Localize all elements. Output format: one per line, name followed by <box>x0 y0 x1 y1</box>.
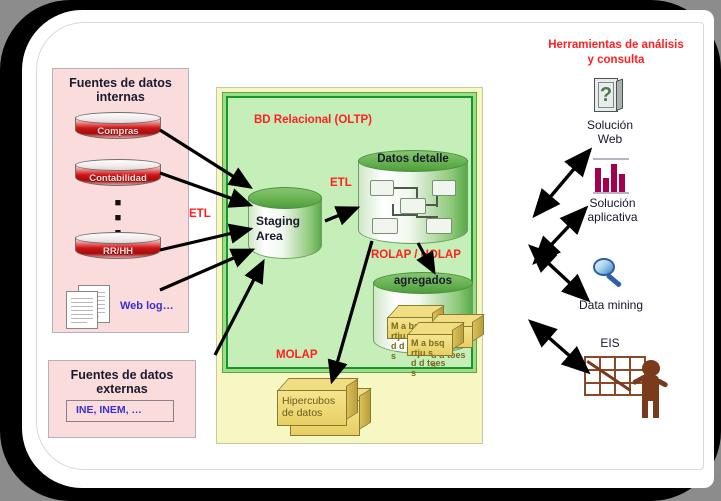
web-manual-question-icon: ? <box>594 78 624 114</box>
cylinder-top <box>358 150 468 172</box>
database-rrhh[interactable]: RR/HH <box>75 232 161 262</box>
magnifier-icon <box>593 258 633 292</box>
hypercube-1: Hipercubos de datos <box>277 378 359 426</box>
cube-front-face <box>277 390 347 426</box>
tools-heading-line2: y consulta <box>587 54 645 66</box>
cube-text-line1: M a bsq rtju s <box>391 321 425 341</box>
tool-label-eis: EIS <box>600 336 620 350</box>
hypercube-text-line2: de datos <box>282 407 323 419</box>
tools-heading: Herramientas de análisis y consulta <box>536 38 696 68</box>
documents-icon <box>66 285 114 329</box>
tool-label-line1: Solución <box>589 196 636 210</box>
database-contabilidad[interactable]: Contabilidad <box>75 159 161 189</box>
tools-heading-line1: Herramientas de análisis <box>548 39 684 51</box>
etl-label-center: ETL <box>330 177 352 189</box>
aggregate-cube-3: M a bsq rtju s d d toes s <box>407 322 465 378</box>
cube-text-line2: d d toes s <box>411 358 446 378</box>
external-sources-panel: Fuentes de datos externas <box>48 360 196 438</box>
cylinder-top <box>75 112 161 124</box>
tool-label-line2: aplicativa <box>587 210 638 224</box>
datos-detalle-cylinder[interactable]: Datos detalle <box>358 150 468 244</box>
bd-relacional-label: BD Relacional (OLTP) <box>254 114 372 126</box>
staging-area-cylinder[interactable]: Staging Area <box>248 187 322 259</box>
cylinder-top <box>75 159 161 171</box>
external-sources-title-line1: Fuentes de datos <box>70 368 174 382</box>
internal-sources-title: Fuentes de datos internas <box>53 69 188 104</box>
tool-label-line2: Web <box>597 132 623 146</box>
agregados-label: agregados <box>393 275 453 287</box>
inner-border <box>36 22 704 470</box>
rolap-holap-label: ROLAP / HOLAP <box>371 249 461 261</box>
database-label: Contabilidad <box>89 173 147 184</box>
database-compras[interactable]: Compras <box>75 112 161 142</box>
cube-text-line1: M a bsq rtju s <box>411 338 445 358</box>
aggregate-cube-text: M a bsq rtju s d d toes s <box>411 338 451 378</box>
staging-area-label: Staging Area <box>248 214 322 244</box>
cylinder-top <box>248 187 322 209</box>
tool-label-solucion-aplicativa: Solución aplicativa <box>560 196 665 224</box>
tool-label-data-mining: Data mining <box>578 298 644 312</box>
database-label: Compras <box>97 126 139 137</box>
hypercube-text: Hipercubos de datos <box>282 395 345 419</box>
external-sources-value-box[interactable]: INE, INEM, … <box>66 400 174 422</box>
internal-sources-title-line2: internas <box>96 90 145 104</box>
staging-label-line2: Area <box>256 229 283 243</box>
weblog-label: Web log… <box>120 300 174 312</box>
staging-label-line1: Staging <box>256 214 300 228</box>
external-sources-title: Fuentes de datos externas <box>49 361 195 396</box>
internal-sources-title-line1: Fuentes de datos <box>69 76 172 90</box>
hypercube-text-line1: Hipercubos <box>282 395 336 407</box>
datos-detalle-label: Datos detalle <box>377 153 449 165</box>
tool-label-solucion-web: Solución Web <box>560 118 660 146</box>
external-sources-title-line2: externas <box>96 382 148 396</box>
bar-chart-icon <box>591 158 631 194</box>
database-label: RR/HH <box>102 246 134 257</box>
molap-label: MOLAP <box>276 349 318 361</box>
cylinder-top <box>75 232 161 244</box>
presenter-chart-icon <box>584 356 680 422</box>
tool-label-line1: Solución <box>586 118 634 132</box>
cube-front-face <box>407 334 453 356</box>
etl-label-left: ETL <box>189 208 211 220</box>
star-schema-icon <box>370 176 458 236</box>
